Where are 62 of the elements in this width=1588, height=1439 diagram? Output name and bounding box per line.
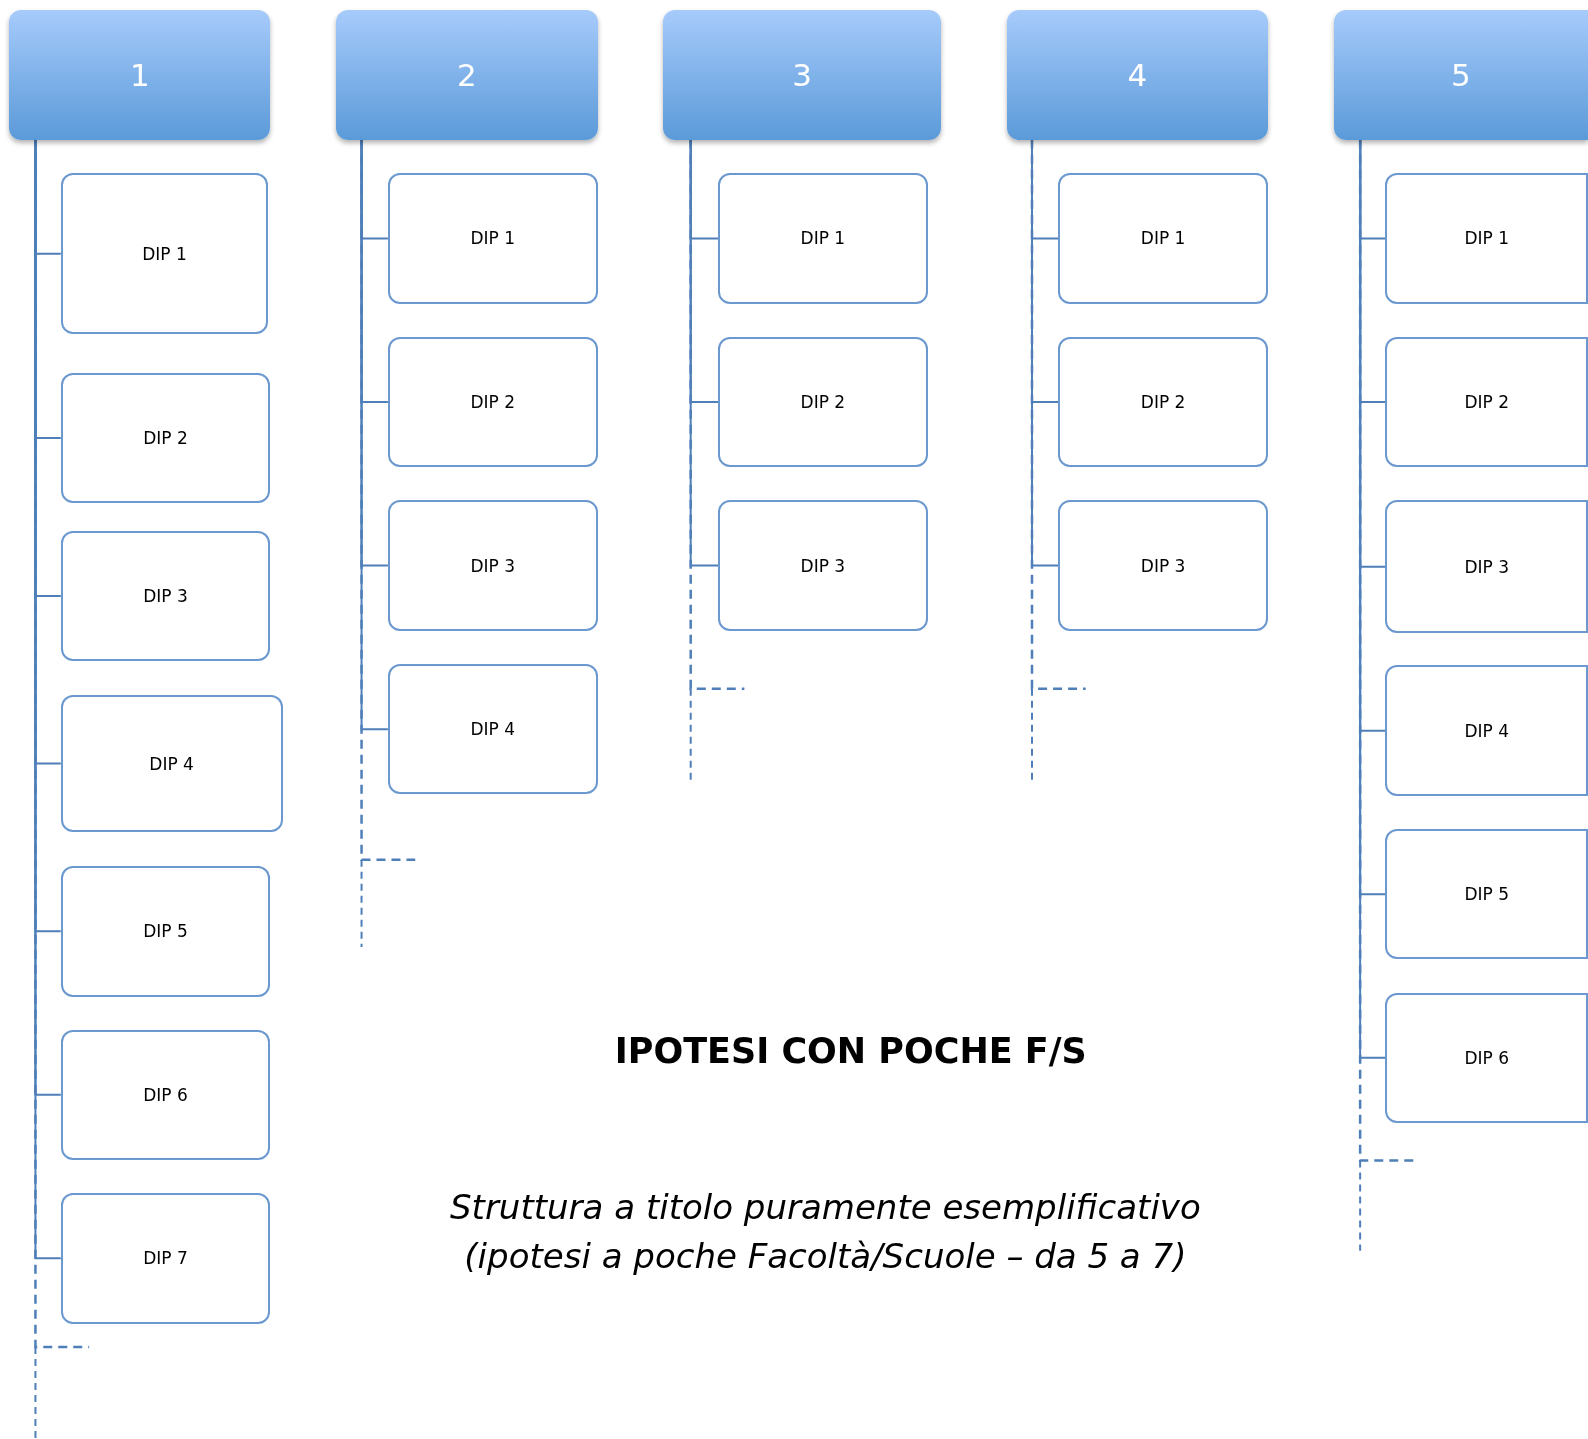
department-label: DIP 2 [1140,392,1186,413]
department-label: DIP 2 [470,392,515,413]
department-label: DIP 4 [470,719,515,740]
department-label: DIP 3 [1464,556,1509,577]
department-label: DIP 3 [800,555,846,576]
department-box [60,1193,271,1324]
dashed-connector [689,139,745,690]
department-label: DIP 4 [149,753,194,774]
department-box [1385,992,1588,1124]
department-label: DIP 3 [1140,555,1186,576]
department-box [1385,173,1588,304]
department-box [387,500,598,631]
header-number: 1 [129,56,150,93]
department-box [387,664,598,794]
department-box [1385,829,1588,960]
department-box [1385,500,1588,633]
department-box [1058,500,1268,631]
department-label: DIP 1 [470,228,515,249]
department-label: DIP 3 [470,555,515,576]
department-box [1385,665,1588,796]
header-number: 2 [457,56,477,93]
department-label: DIP 2 [1464,392,1509,413]
department-box [60,865,271,997]
department-label: DIP 3 [143,586,188,606]
faculty-header [663,10,941,140]
department-label: DIP 1 [1140,228,1186,249]
department-label: DIP 2 [143,428,188,448]
faculty-header [1333,10,1588,140]
department-box [718,500,928,631]
department-label: DIP 5 [143,921,188,942]
department-label: DIP 6 [1464,1047,1509,1068]
department-box [387,337,598,467]
department-label: DIP 2 [800,392,846,413]
dashed-connector [1358,139,1414,1162]
dashed-connector [360,139,416,862]
department-box [60,530,271,662]
department-label: DIP 7 [143,1248,188,1269]
department-label: DIP 1 [800,228,846,249]
department-box [387,173,598,304]
header-number: 3 [792,56,812,93]
department-box [718,173,928,304]
title: IPOTESI CON POCHE F/S [613,1031,1088,1071]
department-box [60,372,271,504]
department-box [60,694,283,833]
department-label: DIP 1 [142,243,187,264]
department-box [718,337,928,467]
department-label: DIP 5 [1464,884,1509,905]
dashed-connector [1030,139,1086,690]
department-box [60,1029,271,1160]
department-label: DIP 1 [1464,228,1509,249]
department-label: DIP 6 [143,1084,188,1105]
department-box [60,173,269,335]
caption: Struttura a titolo puramente esemplificativo (ipotesi a poche Facoltà/Scuole – da 5 a 7) [448,1185,1202,1279]
faculty-header [336,10,598,140]
department-box [1058,337,1268,467]
faculty-header [1006,10,1268,140]
header-number: 5 [1451,56,1471,93]
header-number: 4 [1127,56,1148,93]
faculty-header [9,10,271,140]
department-label: DIP 4 [1464,720,1509,741]
department-box [1058,173,1268,304]
department-box [1385,337,1588,467]
